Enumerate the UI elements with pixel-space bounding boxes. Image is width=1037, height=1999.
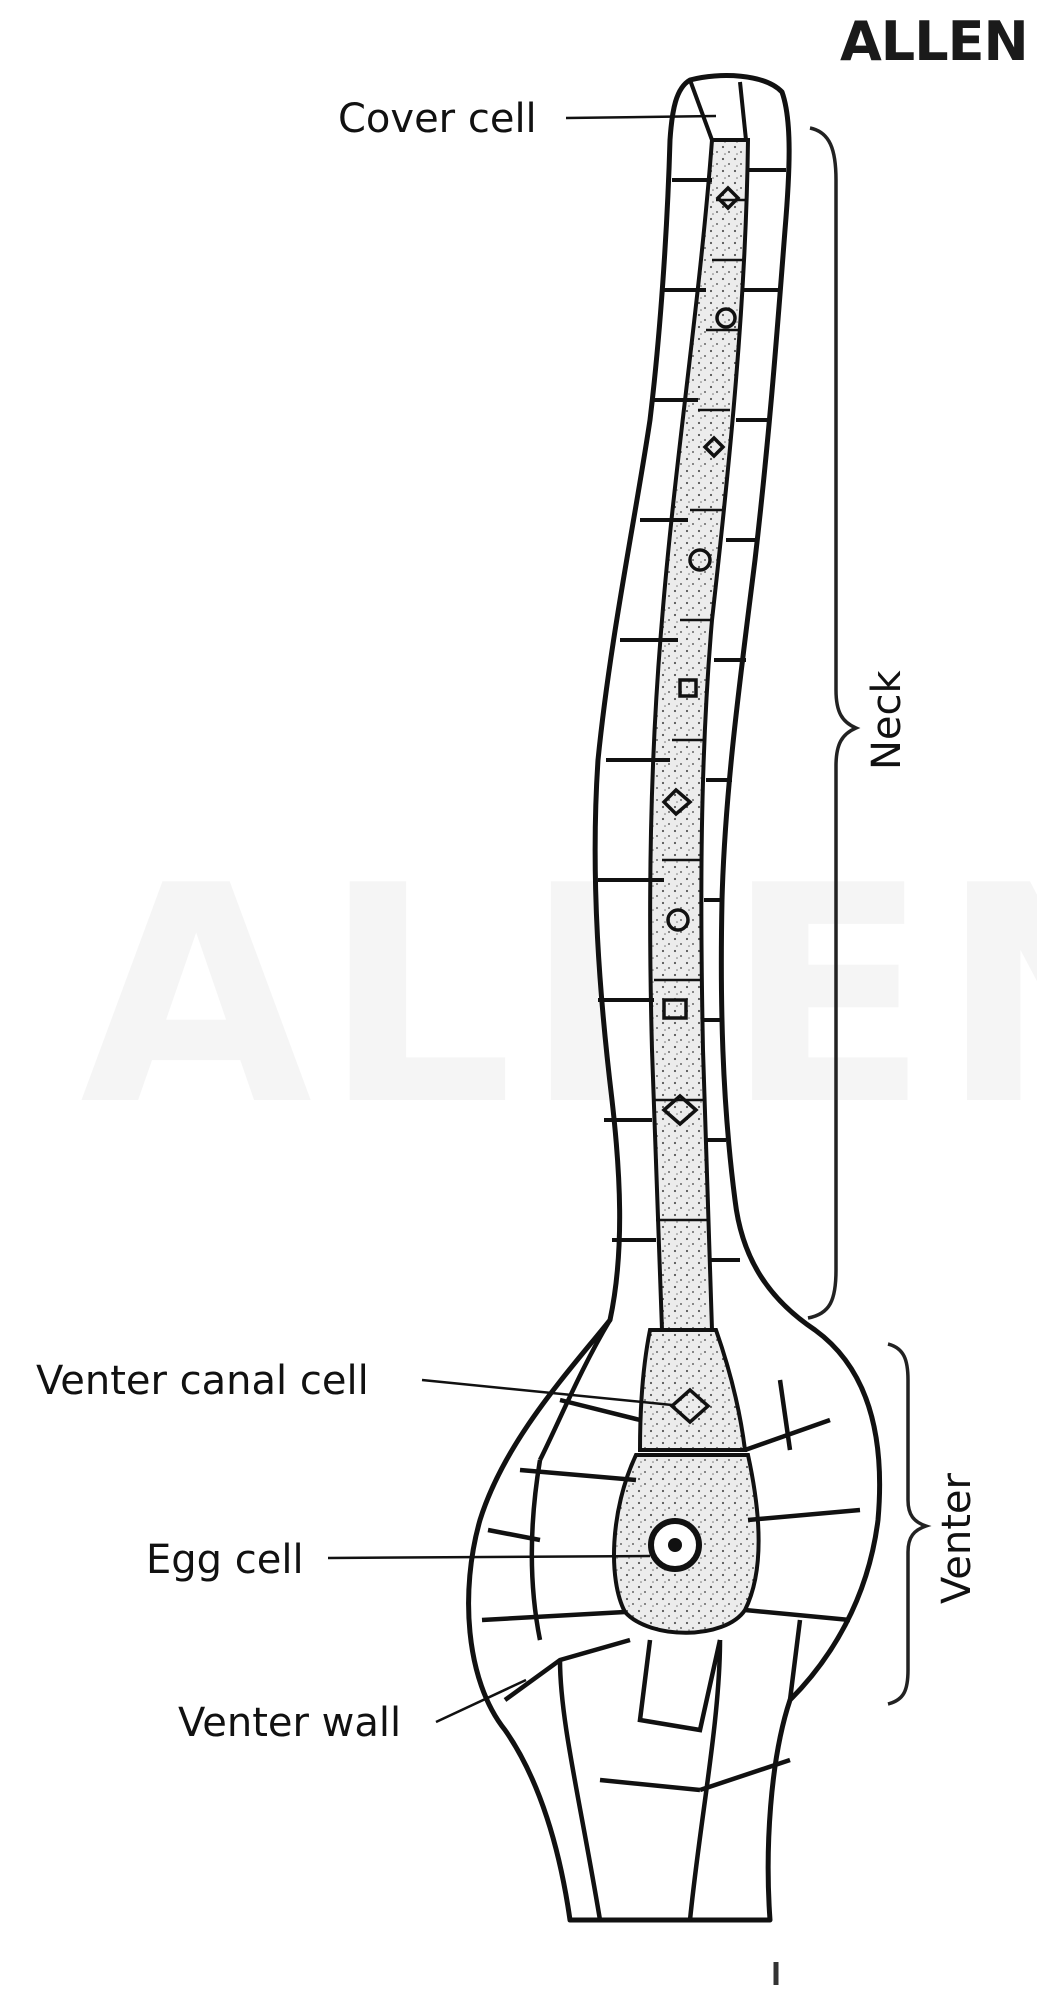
neck-brace: Neck (807, 126, 910, 1320)
neck-canal-cells (654, 198, 746, 1222)
label-cover-cell: Cover cell (338, 96, 717, 142)
venter-canal-cell-label: Venter canal cell (36, 1358, 369, 1404)
venter-label: Venter (934, 1472, 980, 1604)
watermark: ALLEN (80, 822, 1037, 1171)
label-egg-cell: Egg cell (146, 1537, 651, 1583)
label-venter-canal-cell: Venter canal cell (36, 1358, 673, 1407)
label-venter-wall: Venter wall (178, 1678, 527, 1746)
cover-cells (688, 79, 748, 142)
allen-logo: ALLEN (840, 10, 1028, 73)
egg-nucleolus (668, 1538, 682, 1552)
egg-cell-label: Egg cell (146, 1537, 304, 1583)
venter-wall-label: Venter wall (178, 1700, 401, 1746)
neck-canal-nuclei (661, 185, 741, 1127)
cover-cell-label: Cover cell (338, 96, 537, 142)
venter-brace: Venter (887, 1342, 980, 1706)
venter-canal-nucleus (669, 1387, 711, 1425)
neck-label: Neck (864, 669, 910, 770)
neck-wall-cells (598, 168, 786, 1262)
